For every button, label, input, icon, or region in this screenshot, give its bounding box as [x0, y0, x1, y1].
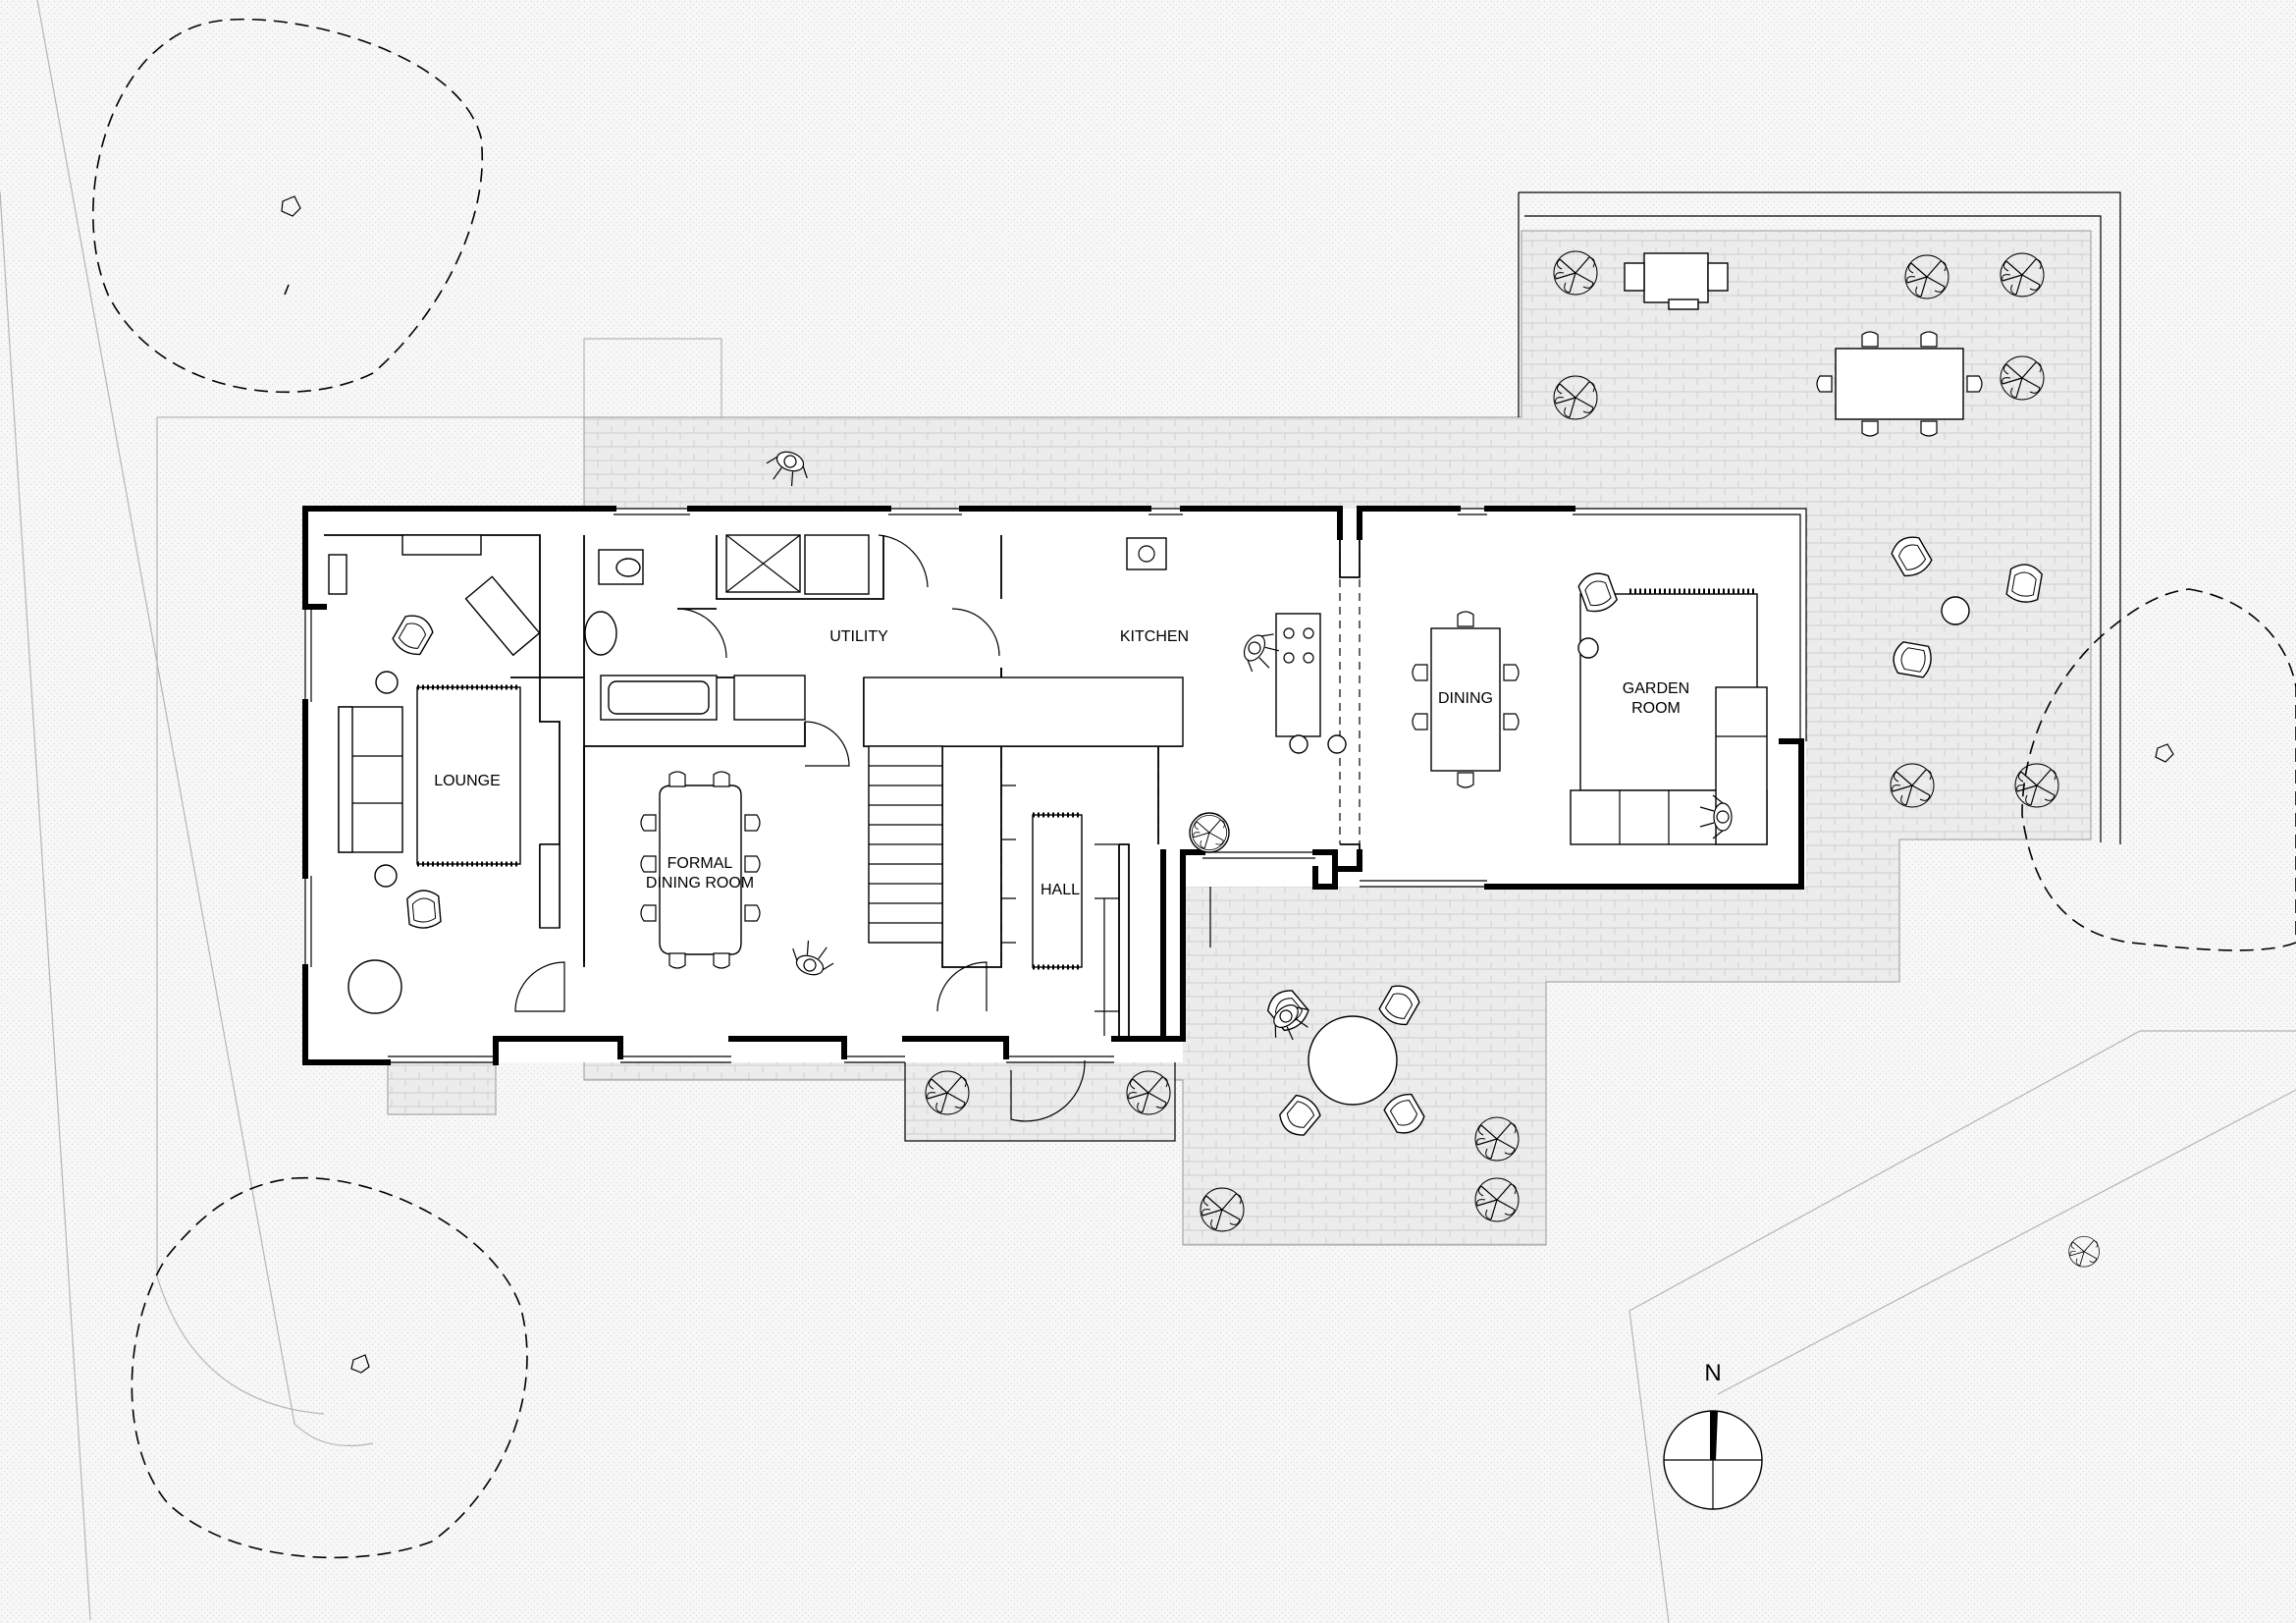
external-walls [302, 506, 1804, 1065]
label-lounge: LOUNGE [434, 773, 501, 789]
formal-dining-furniture [640, 771, 761, 969]
hall-furniture [1001, 784, 1119, 1036]
label-formal-dining-line2: DINING ROOM [646, 875, 754, 892]
label-dining: DINING [1438, 690, 1493, 707]
label-hall: HALL [1041, 882, 1080, 898]
tree-canopies [92, 18, 2296, 1559]
label-formal-dining-line1: FORMAL [667, 855, 733, 872]
north-label: N [1704, 1360, 1721, 1386]
dining-furniture [1412, 611, 1520, 788]
courtyard-walls [1518, 191, 2121, 844]
garden-room-furniture [1570, 568, 1768, 845]
label-garden-room-line2: ROOM [1631, 700, 1681, 717]
courtyard-furniture [1624, 252, 2045, 679]
kitchen-furniture [1126, 537, 1347, 853]
staircase [868, 745, 943, 944]
terrace-furniture [1262, 980, 1429, 1142]
label-kitchen: KITCHEN [1120, 628, 1189, 645]
lounge-furniture [328, 534, 561, 1014]
windows [304, 508, 1807, 1063]
doors [514, 534, 1211, 1122]
label-garden-room-line1: GARDEN [1623, 680, 1689, 697]
north-arrow-icon: N [1663, 1360, 1763, 1510]
utility-fixtures [584, 534, 1184, 747]
room-labels: LOUNGE UTILITY KITCHEN DINING GARDEN ROO… [434, 628, 1689, 898]
label-utility: UTILITY [829, 628, 888, 645]
dashed-openings [1000, 538, 1361, 967]
